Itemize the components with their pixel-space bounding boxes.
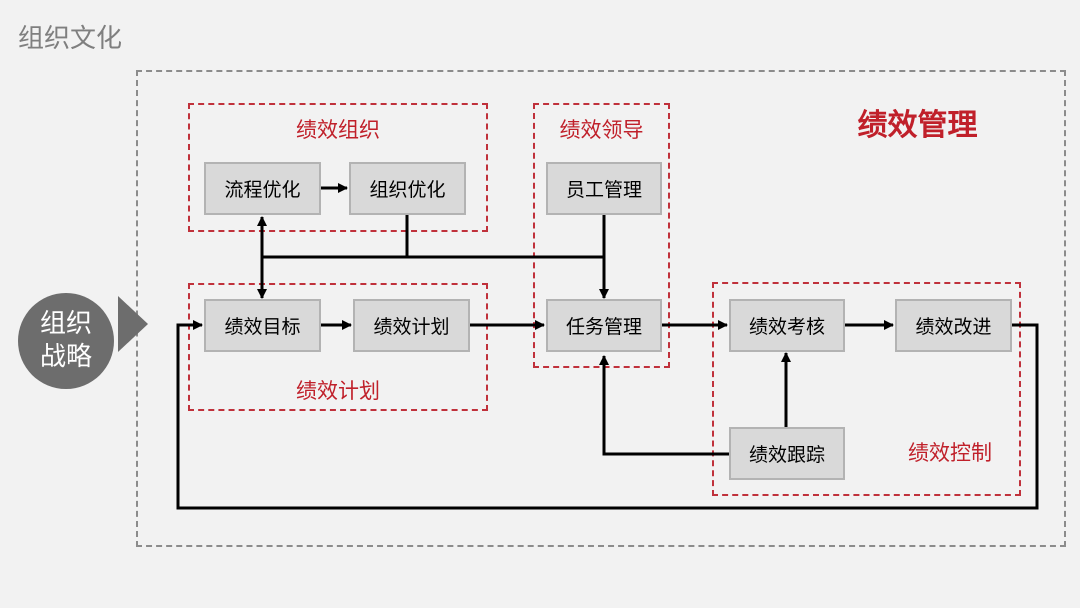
arrow-feedback-loop bbox=[176, 320, 1039, 510]
node-staff-management: 员工管理 bbox=[546, 162, 662, 215]
group-leadership-label: 绩效领导 bbox=[559, 118, 644, 142]
node-process-optimization: 流程优化 bbox=[204, 162, 321, 215]
group-control-label: 绩效控制 bbox=[908, 441, 992, 465]
node-task-management: 任务管理 bbox=[546, 299, 662, 352]
node-performance-goal: 绩效目标 bbox=[204, 299, 321, 352]
group-control-box bbox=[712, 282, 1021, 496]
main-title: 绩效管理 bbox=[857, 108, 978, 143]
group-plan-label: 绩效计划 bbox=[296, 379, 380, 403]
node-performance-improvement: 绩效改进 bbox=[895, 299, 1012, 352]
node-performance-plan: 绩效计划 bbox=[353, 299, 470, 352]
group-org-box bbox=[188, 103, 488, 232]
culture-title: 组织文化 bbox=[18, 24, 123, 54]
node-performance-assessment: 绩效考核 bbox=[729, 299, 845, 352]
node-org-optimization: 组织优化 bbox=[349, 162, 466, 215]
group-plan-box bbox=[188, 283, 488, 411]
group-org-label: 绩效组织 bbox=[296, 118, 380, 142]
strategy-circle: 组织 战略 bbox=[18, 293, 114, 389]
node-performance-tracking: 绩效跟踪 bbox=[729, 427, 845, 480]
strategy-arrow-icon bbox=[118, 296, 148, 352]
strategy-line2: 战略 bbox=[39, 342, 92, 372]
arrow-track-to-task bbox=[599, 355, 729, 456]
strategy-line1: 组织 bbox=[39, 309, 92, 339]
group-leadership-box bbox=[533, 103, 670, 368]
